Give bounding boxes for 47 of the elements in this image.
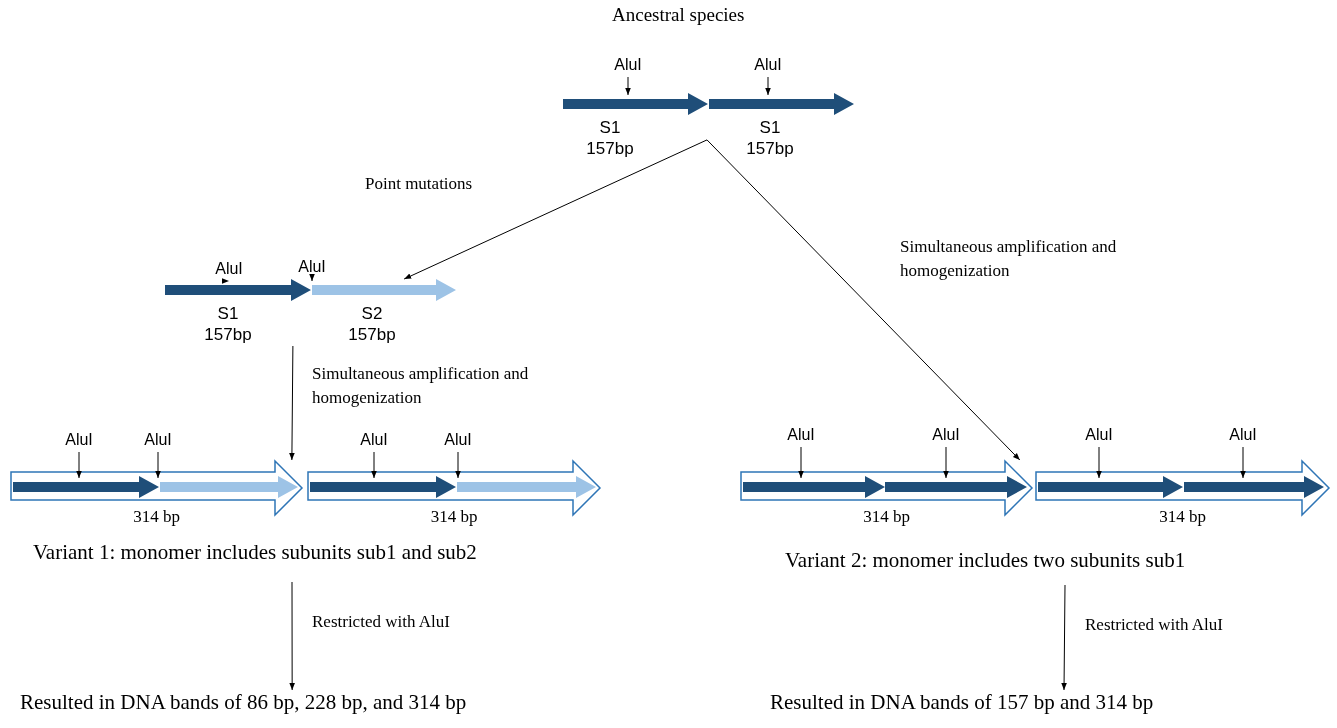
length-label: 314 bp [1159, 507, 1206, 527]
edge-label: Simultaneous amplification and homogenization [312, 363, 530, 409]
variant-caption: Variant 2: monomer includes two subunits sub1 [785, 548, 1186, 573]
arrow [309, 274, 315, 282]
edge-label: Simultaneous amplification and homogenization [900, 236, 1118, 282]
arrow [371, 451, 377, 479]
arrow [1096, 446, 1102, 479]
enzyme-site-label: AluI [443, 430, 473, 450]
arrow [765, 76, 771, 96]
arrow [76, 451, 82, 479]
enzyme-site-label: AluI [297, 257, 327, 277]
enzyme-site-label: AluI [1228, 425, 1258, 445]
segment-label: S1 157bp [585, 117, 635, 160]
result-text: Resulted in DNA bands of 157 bp and 314 bp [770, 690, 1155, 715]
enzyme-site-label: AluI [143, 430, 173, 450]
arrow [798, 446, 804, 479]
arrow [155, 451, 161, 479]
enzyme-site-label: AluI [786, 425, 816, 445]
edge-label: Point mutations [365, 173, 474, 195]
title-text: Ancestral species [612, 4, 745, 26]
variant-caption: Variant 1: monomer includes subunits sub1 and sub2 [33, 540, 477, 565]
enzyme-site-label: AluI [931, 425, 961, 445]
arrow [289, 581, 295, 691]
enzyme-site-label: AluI [1084, 425, 1114, 445]
arrow [706, 139, 1021, 461]
arrow [1240, 446, 1246, 479]
length-label: 314 bp [133, 507, 180, 527]
edge-label: Restricted with AluI [1085, 614, 1224, 636]
arrow [943, 446, 949, 479]
length-label: 314 bp [863, 507, 910, 527]
segment-label: S1 157bp [203, 303, 253, 346]
length-label: 314 bp [430, 507, 478, 527]
result-text: Resulted in DNA bands of 86 bp, 228 bp, and 314 bp [20, 690, 468, 715]
edge-label: Restricted with AluI [312, 611, 451, 633]
arrow [625, 76, 631, 96]
arrow [1061, 584, 1067, 691]
enzyme-site-label: AluI [214, 259, 244, 279]
enzyme-site-label: AluI [64, 430, 94, 450]
arrow [289, 345, 295, 461]
segment-label: S1 157bp [745, 117, 795, 160]
segment-label: S2 157bp [347, 303, 397, 346]
arrow [222, 278, 230, 284]
arrow [455, 451, 461, 479]
enzyme-site-label: AluI [753, 55, 783, 75]
arrow [403, 139, 708, 280]
enzyme-site-label: AluI [359, 430, 389, 450]
enzyme-site-label: AluI [613, 55, 643, 75]
